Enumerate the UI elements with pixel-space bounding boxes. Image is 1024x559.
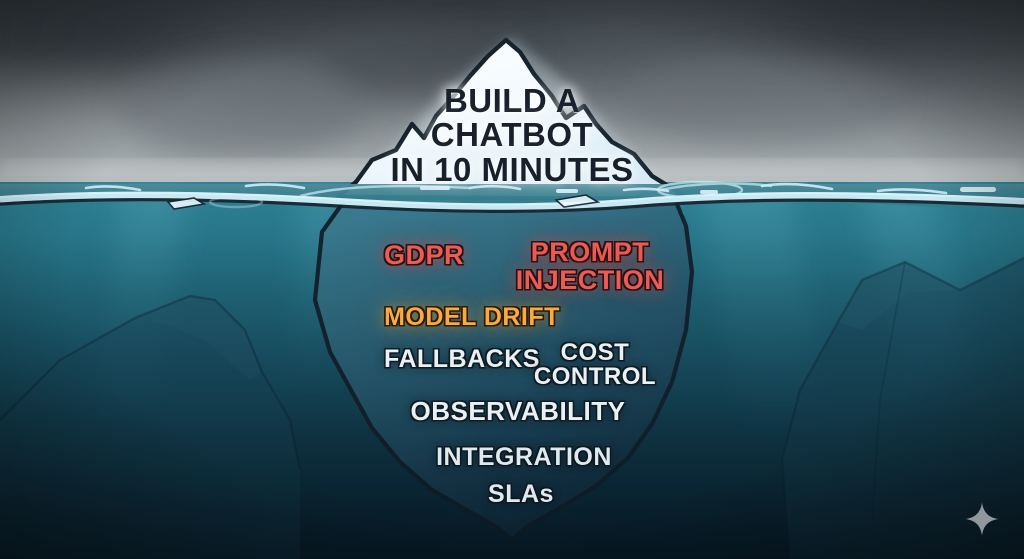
label-prompt-injection-line-2: INJECTION	[515, 264, 665, 295]
label-cost-control-line-2: CONTROL	[533, 363, 657, 391]
label-slas: SLAs	[488, 480, 554, 508]
headline-line-3: IN 10 MINUTES	[390, 150, 634, 188]
label-gdpr-line-1: GDPR	[383, 240, 465, 270]
label-cost-control-line-1: COST	[560, 339, 630, 366]
label-model-drift-line-1: MODEL DRIFT	[384, 303, 560, 331]
headline-line-1: BUILD A	[443, 82, 581, 119]
label-slas-line-1: SLAs	[488, 480, 554, 508]
label-gdpr: GDPR	[383, 240, 465, 270]
sparkle-icon	[965, 502, 999, 536]
page-title: BUILD A CHATBOT IN 10 MINUTES	[390, 82, 634, 188]
label-fallbacks-line-1: FALLBACKS	[384, 345, 540, 373]
label-fallbacks: FALLBACKS	[384, 345, 540, 373]
label-integration-line-1: INTEGRATION	[436, 443, 612, 471]
label-prompt-injection-line-1: PROMPT	[530, 237, 650, 267]
label-integration: INTEGRATION	[436, 443, 612, 471]
label-observability-line-1: OBSERVABILITY	[410, 396, 626, 426]
label-observability: OBSERVABILITY	[410, 398, 625, 425]
label-model-drift: MODEL DRIFT	[384, 303, 560, 331]
headline-line-2: CHATBOT	[430, 116, 594, 154]
